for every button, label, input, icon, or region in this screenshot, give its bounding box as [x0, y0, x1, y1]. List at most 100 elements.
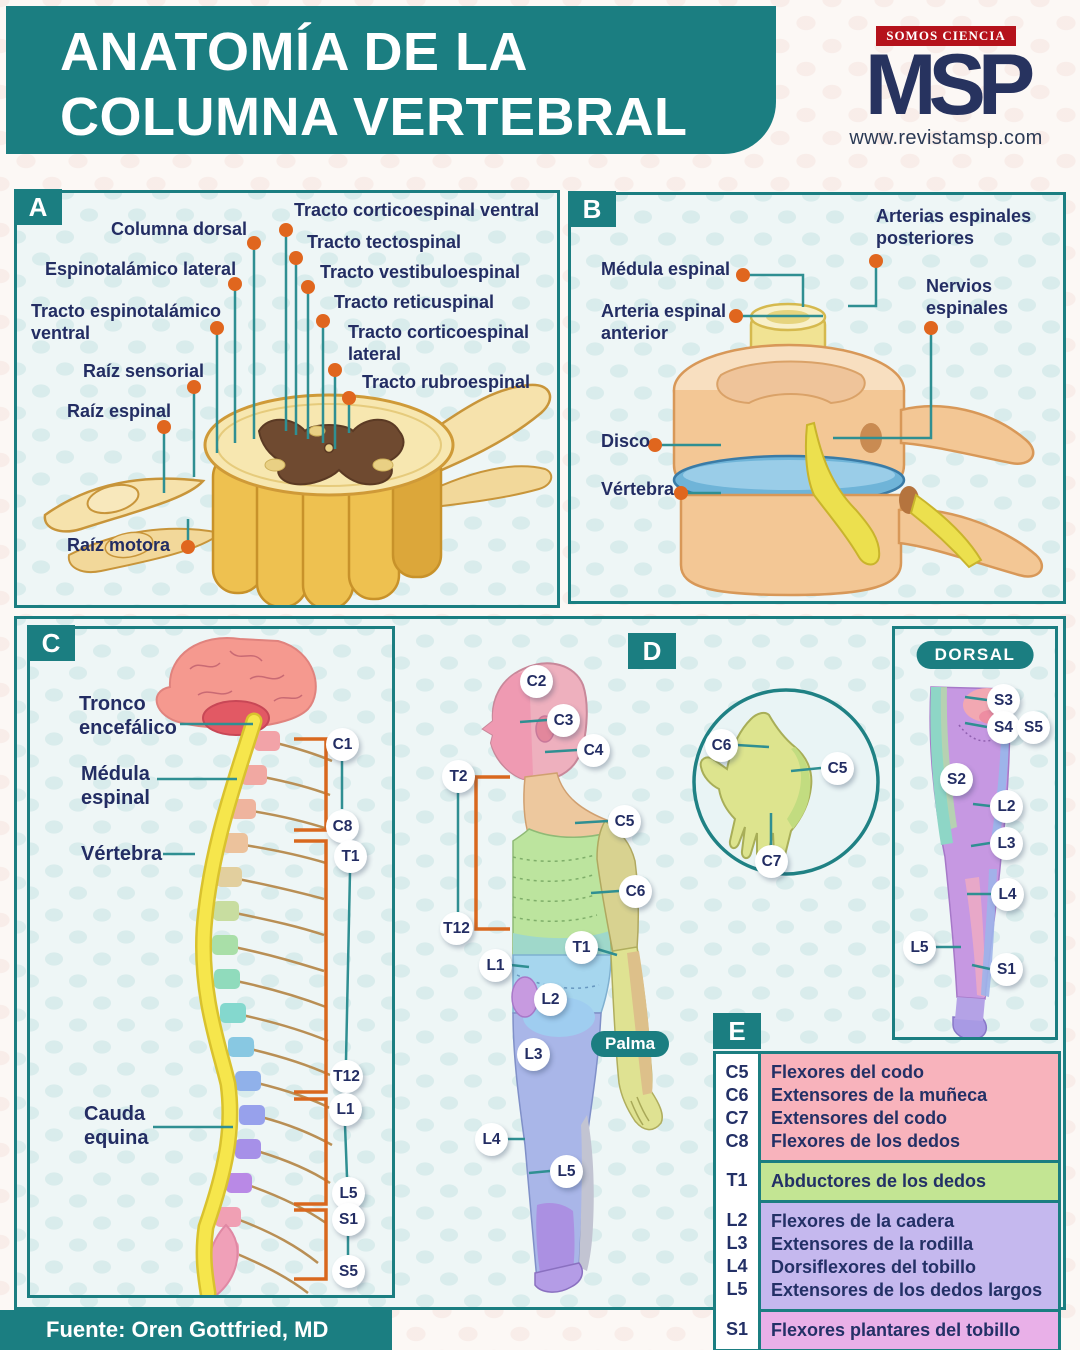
brand-tagline: SOMOS CIENCIA	[876, 26, 1016, 46]
level-badge-t1: T1	[565, 931, 598, 964]
table-value: Extensores del codo	[771, 1108, 948, 1128]
panel-a-spinal-cord-section: A	[14, 189, 560, 608]
level-badge-t2: T2	[442, 760, 475, 793]
spine-illustration	[153, 637, 352, 1295]
label-espinotalamico-lateral: Espinotalámico lateral	[45, 259, 237, 279]
panel-c-tab: C	[27, 625, 75, 661]
level-badge-t1: T1	[334, 840, 367, 873]
label-arterias-espinales-posteriores: Arterias espinales posteriores	[876, 206, 1032, 248]
level-badge-c8: C8	[326, 810, 359, 843]
dorsal-title-badge: DORSAL	[916, 641, 1034, 669]
table-group-thoracic: T1 Abductores de los dedos	[716, 1160, 1058, 1200]
level-badge-l2: L2	[534, 983, 567, 1016]
level-badge-c2: C2	[520, 665, 553, 698]
table-value: Flexores de la cadera	[771, 1211, 955, 1231]
level-badge-dorsal-s4: S4	[987, 711, 1020, 744]
level-badge-c6: C6	[619, 875, 652, 908]
label-disco: Disco	[601, 431, 651, 451]
table-value: Extensores de la muñeca	[771, 1085, 988, 1105]
table-value: Flexores del codo	[771, 1062, 925, 1082]
level-badge-l1: L1	[479, 949, 512, 982]
table-key: C8	[725, 1131, 749, 1151]
palma-badge: Palma	[591, 1031, 670, 1057]
table-values: Abductores de los dedos	[758, 1160, 1058, 1200]
table-value: Flexores de los dedos	[771, 1131, 961, 1151]
table-key: L5	[726, 1278, 748, 1299]
table-key: L2	[726, 1209, 748, 1230]
label-cauda-equina: Cauda equina	[84, 1103, 149, 1150]
table-value: Extensores de los dedos largos	[771, 1280, 1043, 1300]
label-tracto-vestibuloespinal: Tracto vestibuloespinal	[320, 262, 521, 282]
label-columna-dorsal: Columna dorsal	[111, 219, 248, 239]
spinal-function-table: C5 C6 C7 C8 Flexores del codo Extensores…	[713, 1051, 1061, 1350]
table-keys: C5 C6 C7 C8	[716, 1054, 758, 1160]
panel-e-tab: E	[713, 1013, 761, 1049]
level-badge-hand-c5: C5	[821, 752, 854, 785]
label-raiz-motora: Raíz motora	[67, 535, 171, 555]
source-text: Fuente: Oren Gottfried, MD	[46, 1317, 329, 1342]
label-tracto-reticuspinal: Tracto reticuspinal	[334, 292, 495, 312]
level-badge-dorsal-s5: S5	[1017, 711, 1050, 744]
table-key: S1	[725, 1318, 749, 1339]
table-key: C7	[725, 1108, 749, 1128]
label-vertebra: Vértebra	[601, 479, 675, 499]
level-badge-dorsal-l2: L2	[990, 790, 1023, 823]
table-group-sacral: S1 Flexores plantares del tobillo	[716, 1309, 1058, 1349]
label-tracto-tectospinal: Tracto tectospinal	[307, 232, 462, 252]
level-badge-s1: S1	[332, 1203, 365, 1236]
header-banner: ANATOMÍA DE LA COLUMNA VERTEBRAL	[6, 6, 776, 154]
table-values: Flexores plantares del tobillo	[758, 1309, 1058, 1349]
table-values: Flexores del codo Extensores de la muñec…	[758, 1054, 1058, 1160]
label-nervios-espinales: Nervios espinales	[926, 276, 1009, 318]
table-value: Dorsiflexores del tobillo	[771, 1257, 977, 1277]
level-badge-t12: T12	[330, 1060, 363, 1093]
table-key: T1	[726, 1169, 748, 1190]
brand-website: www.revistamsp.com	[849, 127, 1043, 150]
label-raiz-espinal: Raíz espinal	[67, 401, 172, 421]
label-tracto-rubroespinal: Tracto rubroespinal	[362, 372, 531, 392]
level-badge-c1: C1	[326, 728, 359, 761]
panel-d-tab: D	[628, 633, 676, 669]
level-badge-l4: L4	[475, 1123, 508, 1156]
label-tracto-espinotalamico-ventral: Tracto espinotalámico ventral	[31, 301, 222, 343]
panel-d-leader-lines	[456, 688, 880, 1175]
level-badge-dorsal-l3: L3	[990, 827, 1023, 860]
table-group-cervical: C5 C6 C7 C8 Flexores del codo Extensores…	[716, 1054, 1058, 1160]
level-badge-s5: S5	[332, 1255, 365, 1288]
table-keys: L2 L3 L4 L5	[716, 1200, 758, 1309]
level-badge-l5: L5	[550, 1155, 583, 1188]
table-key: C5	[725, 1062, 749, 1082]
level-badge-hand-c7: C7	[755, 845, 788, 878]
brand-block: SOMOS CIENCIA MSP www.revistamsp.com	[838, 26, 1054, 150]
level-badge-c3: C3	[547, 704, 580, 737]
table-key: L4	[726, 1255, 748, 1276]
label-medula-espinal-c: Médula espinal	[81, 763, 150, 810]
table-keys: S1	[716, 1309, 758, 1349]
label-tracto-corticoespinal-ventral: Tracto corticoespinal ventral	[294, 200, 540, 220]
panel-dorsal-leg: DORSAL S3 S4 S5 S2 L2 L3 L4 L5 S1	[892, 626, 1058, 1040]
level-badge-l3: L3	[517, 1038, 550, 1071]
level-badge-hand-c6: C6	[705, 729, 738, 762]
msp-logo: MSP	[864, 37, 1035, 133]
panel-b-tab: B	[568, 191, 616, 227]
source-bar: Fuente: Oren Gottfried, MD	[0, 1310, 392, 1350]
label-tracto-corticoespinal-lateral: Tracto corticoespinal lateral	[348, 322, 530, 364]
table-value: Abductores de los dedos	[771, 1171, 987, 1191]
spinal-cord-cross-section-illustration	[43, 223, 553, 605]
level-badge-dorsal-l5: L5	[903, 931, 936, 964]
label-arteria-espinal-anterior: Arteria espinal anterior	[601, 301, 727, 343]
vertebra-illustration	[648, 254, 1043, 597]
panel-bottom-container: C	[14, 616, 1066, 1350]
label-raiz-sensorial: Raíz sensorial	[83, 361, 205, 381]
panel-c-spine: C	[27, 625, 395, 1298]
table-value: Flexores plantares del tobillo	[771, 1320, 1021, 1340]
level-badge-dorsal-s1: S1	[990, 953, 1023, 986]
panel-b-vertebra: B Médula	[568, 191, 1066, 604]
leg-dorsal-illustration	[929, 686, 1011, 1037]
panel-a-tab: A	[14, 189, 62, 225]
level-badge-dorsal-s2: S2	[940, 763, 973, 796]
level-badge-l1: L1	[329, 1093, 362, 1126]
table-key: C6	[725, 1085, 749, 1105]
table-value: Extensores de la rodilla	[771, 1234, 974, 1254]
